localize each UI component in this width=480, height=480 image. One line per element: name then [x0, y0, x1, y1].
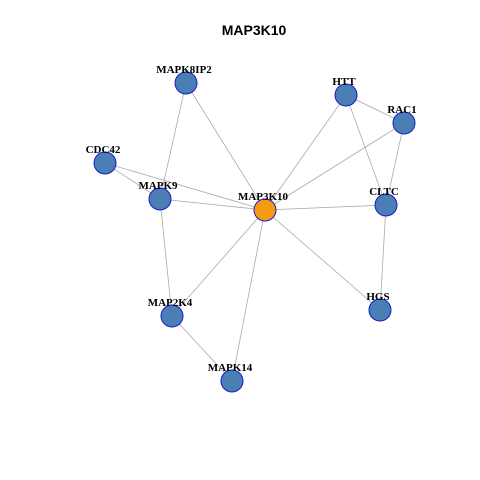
- edge-cdc42-map3k10: [104, 162, 266, 211]
- node-label-hgs: HGS: [366, 291, 389, 303]
- node-label-map2k4: MAP2K4: [148, 297, 193, 309]
- edge-map3k10-map2k4: [171, 209, 266, 317]
- edge-map3k10-cltc: [264, 204, 387, 211]
- node-label-mapk14: MAPK14: [208, 362, 253, 374]
- node-label-cdc42: CDC42: [86, 144, 121, 156]
- edge-map3k10-htt: [264, 94, 347, 211]
- edge-htt-cltc: [345, 94, 387, 206]
- node-label-htt: HTT: [332, 76, 356, 88]
- edge-mapk9-map2k4: [159, 198, 173, 317]
- node-htt[interactable]: [334, 83, 358, 107]
- node-mapk14[interactable]: [220, 369, 244, 393]
- edge-map3k10-rac1: [264, 122, 405, 211]
- node-mapk8ip2[interactable]: [174, 71, 198, 95]
- node-rac1[interactable]: [392, 111, 416, 135]
- edge-rac1-cltc: [385, 122, 405, 206]
- node-label-map3k10: MAP3K10: [238, 191, 289, 203]
- node-label-mapk9: MAPK9: [138, 180, 178, 192]
- node-mapk9[interactable]: [148, 187, 172, 211]
- node-hgs[interactable]: [368, 298, 392, 322]
- edge-cltc-hgs: [379, 204, 387, 311]
- node-map2k4[interactable]: [160, 304, 184, 328]
- nodes-layer: [93, 71, 416, 393]
- edge-map3k10-hgs: [264, 209, 381, 311]
- edge-map3k10-mapk14: [231, 209, 266, 382]
- node-map3k10[interactable]: [253, 198, 277, 222]
- chart-title: MAP3K10: [222, 22, 287, 38]
- edge-map3k10-mapk9: [159, 198, 266, 211]
- node-cdc42[interactable]: [93, 151, 117, 175]
- node-label-cltc: CLTC: [369, 186, 399, 198]
- edge-map2k4-mapk14: [171, 315, 233, 382]
- edge-map3k10-mapk8ip2: [185, 82, 266, 211]
- edges-layer: [104, 82, 405, 382]
- node-label-mapk8ip2: MAPK8IP2: [156, 64, 212, 76]
- node-cltc[interactable]: [374, 193, 398, 217]
- node-label-rac1: RAC1: [387, 104, 416, 116]
- edge-mapk8ip2-mapk9: [159, 82, 187, 200]
